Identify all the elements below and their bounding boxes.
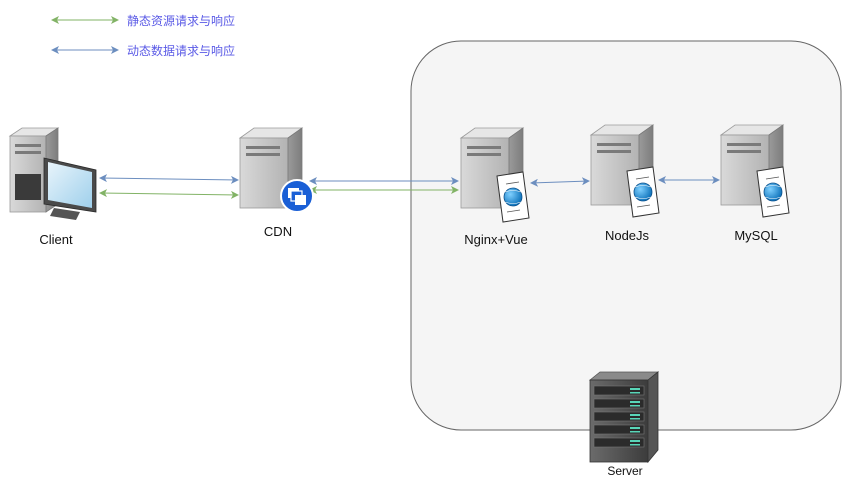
legend-static-label: 静态资源请求与响应 [127,14,236,28]
client-cdn-static-arrow [99,189,239,199]
cdn-label: CDN [263,224,293,239]
legend-dynamic-label: 动态数据请求与响应 [127,44,236,58]
mysql-label: MySQL [734,228,778,243]
web-server-icon-mysql [720,124,790,218]
nodejs-label: NodeJs [604,228,650,243]
server-rack-icon [588,371,660,464]
client-label: Client [39,232,73,247]
client-cdn-dynamic-arrow [99,174,239,184]
server-label: Server [607,464,643,478]
desktop-computer-icon [8,127,97,220]
nginx-nodejs-arrow [530,177,590,187]
web-server-icon-nginx [460,127,530,223]
nginx-label: Nginx+Vue [464,232,528,247]
web-server-icon-nodejs [590,124,660,218]
cdn-server-icon [239,127,314,213]
